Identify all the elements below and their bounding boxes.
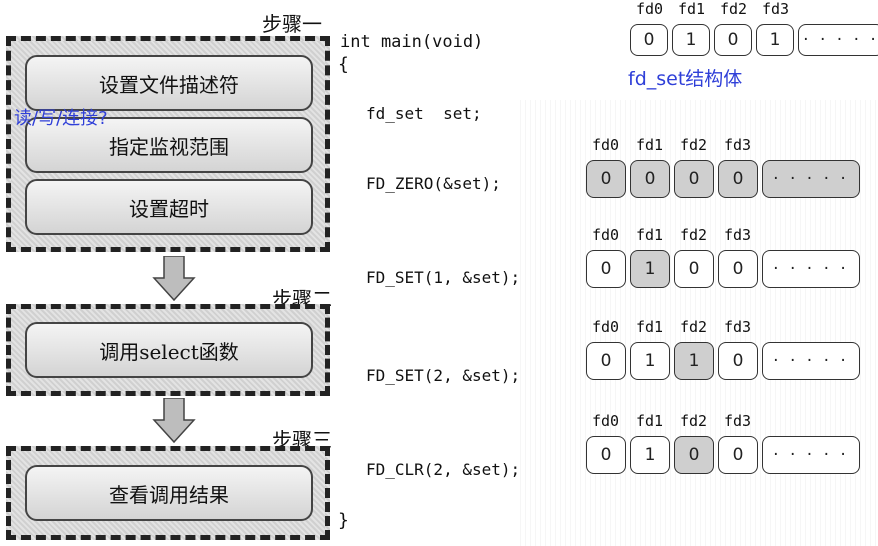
- fd-bit-cell: 1: [674, 342, 714, 380]
- code-main-signature: int main(void): [340, 32, 484, 52]
- step-item-timeout: 设置超时: [25, 179, 313, 235]
- step-item-monitor-range: 指定监视范围: [25, 117, 313, 173]
- fd-index-label: fd3: [724, 412, 752, 430]
- fd-bit-cell: 0: [714, 24, 752, 56]
- step-item-call-select: 调用select函数: [25, 322, 313, 378]
- fd-index-label: fd2: [680, 318, 708, 336]
- step-two-box: 调用select函数: [6, 304, 330, 396]
- fd-bit-cell: 0: [674, 436, 714, 474]
- fd-index-label: fd2: [720, 0, 748, 18]
- fd-bit-cell: 1: [756, 24, 794, 56]
- fd-index-label: fd3: [724, 136, 752, 154]
- fd-index-labels: fd0 fd1 fd2 fd3: [592, 136, 768, 154]
- annotation-rw-connect: 读/写/连接?: [14, 108, 108, 129]
- code-line-fd-set-2: FD_SET(2, &set);: [366, 366, 521, 385]
- fd-bit-cell: 0: [630, 24, 668, 56]
- fd-bit-cell: 1: [630, 436, 670, 474]
- fd-index-label: fd3: [724, 318, 752, 336]
- step-one-box: 设置文件描述符 指定监视范围 设置超时: [6, 36, 330, 252]
- fd-index-label: fd1: [636, 226, 664, 244]
- fd-index-label: fd0: [592, 412, 620, 430]
- fd-bit-cell: 0: [718, 250, 758, 288]
- fd-ellipsis-cell: · · · · ·: [762, 436, 860, 474]
- fd-index-label: fd2: [680, 412, 708, 430]
- fd-bit-cell: 0: [586, 436, 626, 474]
- fd-index-label: fd0: [592, 136, 620, 154]
- fd-index-label: fd0: [636, 0, 664, 18]
- fd-bit-cell: 1: [630, 342, 670, 380]
- fd-index-labels: fd0 fd1 fd2 fd3: [592, 318, 768, 336]
- step-item-label: 调用select函数: [99, 339, 239, 364]
- step-item-label: 指定监视范围: [109, 134, 229, 159]
- fd-bit-cell: 0: [718, 160, 758, 198]
- fd-index-labels: fd0 fd1 fd2 fd3: [636, 0, 804, 18]
- fd-ellipsis-cell: · · · · ·: [762, 342, 860, 380]
- fd-bit-cell: 0: [718, 436, 758, 474]
- step-item-view-result: 查看调用结果: [25, 465, 313, 521]
- fd-index-label: fd0: [592, 226, 620, 244]
- code-line-fdset-decl: fd_set set;: [366, 104, 482, 123]
- fd-index-label: fd3: [762, 0, 790, 18]
- fd-index-labels: fd0 fd1 fd2 fd3: [592, 412, 768, 430]
- fd-index-label: fd1: [678, 0, 706, 18]
- fd-index-label: fd2: [680, 226, 708, 244]
- step-one-label: 步骤一: [262, 12, 322, 36]
- fd-index-label: fd3: [724, 226, 752, 244]
- fd-bit-cell: 1: [672, 24, 710, 56]
- fd-bit-cell: 0: [630, 160, 670, 198]
- step-item-label: 设置超时: [129, 196, 209, 221]
- step-item-set-fd: 设置文件描述符: [25, 55, 313, 111]
- step-item-label: 查看调用结果: [109, 482, 229, 507]
- fd-bit-cell: 1: [630, 250, 670, 288]
- fd-index-label: fd2: [680, 136, 708, 154]
- fd-ellipsis-cell: · · · · ·: [798, 24, 878, 56]
- code-line-fd-clr-2: FD_CLR(2, &set);: [366, 460, 521, 479]
- step-three-box: 查看调用结果: [6, 446, 330, 540]
- fd-index-label: fd1: [636, 136, 664, 154]
- step-item-label: 设置文件描述符: [99, 72, 239, 97]
- fd-bit-cell: 0: [586, 250, 626, 288]
- fd-index-label: fd0: [592, 318, 620, 336]
- fd-ellipsis-cell: · · · · ·: [762, 160, 860, 198]
- fd-index-label: fd1: [636, 318, 664, 336]
- down-arrow-icon: [152, 256, 196, 302]
- code-open-brace: {: [338, 54, 349, 75]
- code-line-fd-set-1: FD_SET(1, &set);: [366, 268, 521, 287]
- fd-bit-cell: 0: [718, 342, 758, 380]
- fd-bit-cell: 0: [674, 160, 714, 198]
- fd-ellipsis-cell: · · · · ·: [762, 250, 860, 288]
- fd-bit-cell: 0: [586, 342, 626, 380]
- code-line-fd-zero: FD_ZERO(&set);: [366, 174, 501, 193]
- code-close-brace: }: [338, 510, 349, 531]
- fd-index-labels: fd0 fd1 fd2 fd3: [592, 226, 768, 244]
- down-arrow-icon: [152, 398, 196, 444]
- fd-bit-cell: 0: [586, 160, 626, 198]
- fd-set-caption: fd_set结构体: [628, 68, 743, 90]
- fd-bit-cell: 0: [674, 250, 714, 288]
- fd-index-label: fd1: [636, 412, 664, 430]
